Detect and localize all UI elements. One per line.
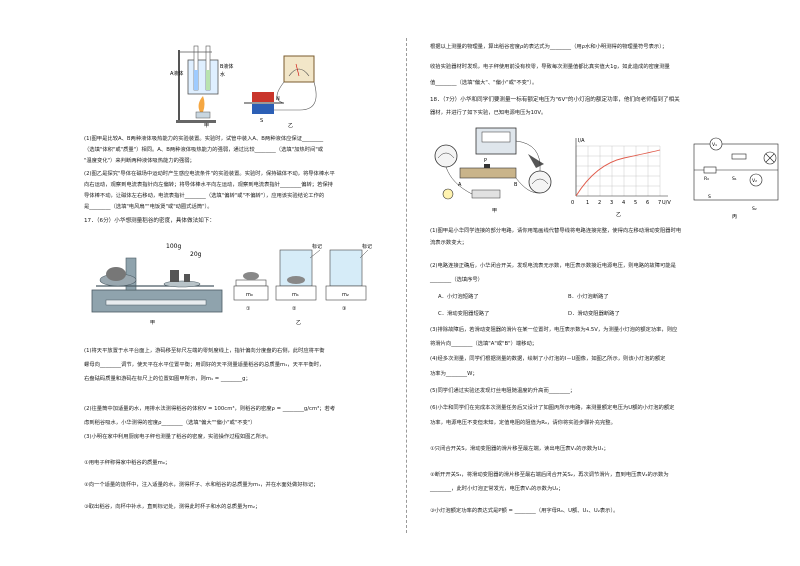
label-r0: R₀	[704, 176, 709, 182]
q18-figure-jia: P A B 甲	[434, 127, 552, 214]
label-m1: m₁	[292, 292, 299, 298]
q17-line-3: 右盘砝码质量和游码在标尺上的位置如图甲所示，则m₁ = ________g；	[84, 376, 251, 382]
q17-cont-line-1: 根据以上测量的物理量，算出稻谷密度ρ的表达式为________（用ρ水和小明测得…	[430, 44, 668, 50]
q16-figure: A液体 B液体 水 甲 N S 乙	[170, 45, 317, 128]
step-label-1: ①	[246, 306, 251, 312]
left-column: A液体 B液体 水 甲 N S 乙 (1)图甲是比较A、B两种液体吸热能力的实验…	[84, 45, 372, 510]
q18-line-i: (5)同学们通过实验还发现灯丝电阻随温度的升高而________；	[430, 388, 576, 394]
q18-line-k: 功率，电源电压不变但未知，定值电阻的阻值为R₀，请你将实验步骤补充完整。	[430, 420, 616, 426]
q16-line-3: "温度变化"）来判断两种液体吸热能力的强弱；	[84, 158, 195, 164]
option-d: D．滑动变阻器断路了	[568, 311, 620, 317]
label-m2: m₂	[342, 292, 349, 298]
q17-line-8: ②向一个适量的烧杯中，注入适量的水，测得杯子、水和稻谷的总质量为m₁，并在水面处…	[84, 482, 319, 488]
label-water: 水	[220, 71, 225, 78]
q18-line-f: 将滑片向________（选填"A"或"B"）端移动；	[430, 341, 538, 347]
column-divider	[406, 38, 407, 533]
label-v2: V₂	[752, 178, 757, 184]
q18-line-b: 流表示数变大；	[430, 240, 468, 246]
fig-cap-yi-q17: 乙	[296, 319, 301, 326]
q16-line-5: 向右运动，观察到电流表指针向左偏转；将导体棒水平向左运动，观察到电流表指针___…	[84, 182, 333, 188]
label-liquid-a: A液体	[170, 70, 183, 77]
label-magnet-s: S	[260, 118, 263, 124]
x-tick-1: 1	[586, 200, 589, 206]
iu-curve	[575, 149, 661, 197]
label-mark-2: 标记	[312, 243, 322, 250]
step-label-2: ②	[292, 306, 297, 312]
weight-20g: 20g	[190, 251, 202, 258]
q17-line-9: ③取出稻谷，向杯中补水，直到标记处，测得此时杯子和水的总质量为m₂；	[84, 504, 261, 510]
label-p: P	[484, 158, 487, 164]
q18-figure-bing-circuit: V₁ V₂ R₀ S₁ S S₂ 丙	[693, 137, 779, 220]
label-liquid-b: B液体	[220, 63, 233, 70]
label-m0: m₀	[246, 292, 253, 298]
q18-title: 18．（7分）小华和同学们要测量一标有额定电压为"6V"的小灯泡的额定功率，他们…	[430, 97, 680, 103]
label-a: A	[458, 182, 462, 188]
fig-cap-jia-q16: 甲	[204, 123, 209, 128]
q17-line-5: 虑到稻谷吸水，小华测得的密度ρ________（选填"偏大""偏小"或"不变"）	[84, 420, 256, 426]
x-tick-3: 3	[610, 200, 613, 206]
option-c: C．滑动变阻器短路了	[438, 311, 490, 317]
axis-origin: 0	[571, 200, 574, 206]
x-tick-2: 2	[598, 200, 601, 206]
fig-cap-bing: 丙	[732, 214, 737, 220]
label-v1: V₁	[712, 142, 717, 148]
q18-line-g: (4)经多次测量，同学们根据测量的数据，绘制了小灯泡的I－U图像，如图乙所示，则…	[430, 356, 666, 362]
axis-label-i: I/A	[578, 138, 585, 144]
q18-step-2-cont: ________，此时小灯泡正常发光，电压表V₁的示数为U₂；	[430, 486, 564, 492]
option-a: A．小灯泡短路了	[438, 294, 479, 300]
x-tick-7: 7	[658, 200, 661, 206]
q16-line-4: (2)图乙是探究"导体在磁场中运动时产生感应电流条件"的实验装置。实验时，保持磁…	[84, 171, 335, 177]
weight-100g: 100g	[166, 243, 181, 250]
q18-figure-yi-graph: I/A U/V 0 1 2 3 4 5 6 7 乙	[571, 138, 671, 218]
q18-line-h: 功率为________W；	[430, 371, 478, 377]
q18-step-2: ②断开开关S₁，将滑动变阻器的滑片移至最右端后闭合开关S₂，再次调节滑片，直到电…	[430, 472, 669, 478]
q17-line-1: (1)将天平放置于水平台面上，游码移至标尺左端的零刻度线上，指针偏向分度盘的右侧…	[84, 348, 325, 354]
x-tick-5: 5	[634, 200, 637, 206]
label-b: B	[514, 182, 518, 188]
q18-step-3: ③小灯泡额定功率的表达式是P额 = ________（用字母R₀、U额、U₁、U…	[430, 508, 619, 514]
label-mark-3: 标记	[362, 243, 372, 250]
x-tick-4: 4	[622, 200, 625, 206]
q18-line-e: (3)排除故障后，若滑动变阻器的滑片在某一位置时，电压表示数为4.5V，为测量小…	[430, 327, 678, 333]
right-column: 根据以上测量的物理量，算出稻谷密度ρ的表达式为________（用ρ水和小明测得…	[408, 0, 800, 566]
q17-cont-line-2: 收拾实验器材时发现，电子秤使用前没有校零，导致每次测量值都比真实值大1g，如此造…	[430, 64, 670, 70]
q17-figure: 100g 20g 甲 m₀ ① 标记 m₁ ② 标记 m₂ ③ 乙	[91, 243, 372, 326]
fig-cap-yi-q16: 乙	[288, 122, 293, 128]
label-s: S	[708, 194, 711, 200]
fig-cap-jia-q17: 甲	[150, 320, 155, 326]
q17-line-4: (2)往量筒中加适量的水，用排水法测得稻谷的体积V = 100cm³，则稻谷的密…	[84, 406, 336, 412]
q16-line-6: 导体棒不动，让磁体左右移动，电流表指针________（选填"偏转"或"不偏转"…	[84, 193, 325, 199]
x-tick-6: 6	[646, 200, 649, 206]
label-magnet-n: N	[276, 96, 280, 102]
q18-line-2: 器材，并进行了如下实验，已知电源电压为10V。	[430, 110, 547, 116]
q18-line-c: (2)电路连接正确后，小华闭合开关，发现电流表无示数，电压表示数接近电源电压，则…	[430, 263, 676, 269]
fig-cap-yi-q18: 乙	[616, 211, 621, 218]
q18-line-d: ________（选填序号）	[430, 277, 483, 283]
q17-line-6: (3)小明在家中利用厨房电子秤也测量了稻谷的密度，实验操作过程如图乙所示。	[84, 434, 272, 440]
q17-title: 17．（6分）小华想测量稻谷的密度，具体做法如下：	[84, 218, 215, 224]
fig-cap-jia-q18: 甲	[492, 208, 497, 214]
label-s1: S₁	[732, 176, 737, 182]
q17-cont-line-3: 值________（选填"偏大"、"偏小"或"不变"）。	[430, 80, 538, 86]
q16-line-2: （选填"体积"或"质量"）相同。A、B两种液体吸热能力的强弱，通过比较_____…	[84, 147, 324, 153]
q18-step-1: ①只闭合开关S，滑动变阻器的滑片移至最左端，读出电压表V₁的示数为U₁；	[430, 446, 609, 452]
step-label-3: ③	[342, 306, 346, 312]
q16-line-1: (1)图甲是比较A、B两种液体吸热能力的实验装置。实验时，试管中装入A、B两种液…	[84, 136, 324, 142]
option-b: B．小灯泡断路了	[568, 294, 609, 300]
q17-line-7: ①用电子秤称得家中稻谷的质量m₀；	[84, 460, 171, 466]
axis-label-u: U/V	[662, 200, 671, 206]
graph-grid	[575, 145, 661, 196]
q17-line-2: 螺母向________调节，使天平在水平位置平衡；用调好的天平测量适量稻谷的总质…	[84, 362, 325, 368]
q18-line-j: (6)小华和同学们在完成本次测量任务后又设计了如图丙所示电路，来测量额定电压为U…	[430, 405, 675, 411]
q18-line-a: (1)图甲是小华同学连接的部分电路，请你用笔画线代替导线将电路连接完整，使得向左…	[430, 228, 682, 234]
q16-line-7: 是________（选填"电风扇""电饭煲"或"动圈式话筒"）。	[84, 204, 213, 210]
label-s2: S₂	[752, 206, 757, 212]
